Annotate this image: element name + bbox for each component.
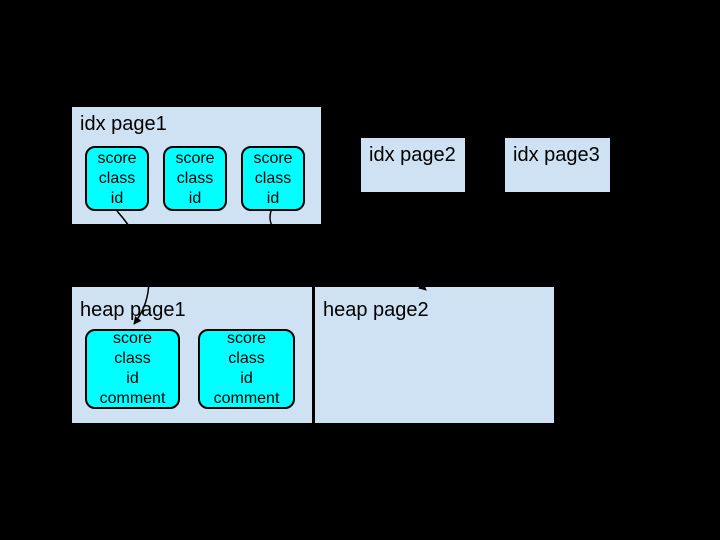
- index-page-2: idx page2: [361, 138, 465, 192]
- record-field: id: [188, 189, 202, 207]
- index-record-1: score class id: [85, 146, 149, 211]
- index-record-2: score class id: [163, 146, 227, 211]
- record-field: class: [176, 169, 214, 187]
- index-page-3: idx page3: [505, 138, 610, 192]
- record-field: class: [254, 169, 292, 187]
- record-field: id: [110, 189, 124, 207]
- heap-page-1-title: heap page1: [80, 299, 186, 321]
- record-field: comment: [213, 390, 280, 407]
- record-field: id: [240, 370, 253, 387]
- record-field: score: [112, 330, 153, 347]
- record-field: class: [228, 350, 265, 367]
- index-page-2-title: idx page2: [369, 144, 456, 166]
- heap-page-2: heap page2: [315, 287, 554, 423]
- index-page-1: idx page1 score class id score class id …: [72, 107, 321, 224]
- record-field: comment: [99, 390, 166, 407]
- index-page-1-title: idx page1: [80, 113, 167, 135]
- index-page-3-title: idx page3: [513, 144, 600, 166]
- record-field: score: [226, 330, 267, 347]
- heap-page-2-title: heap page2: [323, 299, 429, 321]
- record-field: score: [97, 149, 137, 167]
- record-field: id: [126, 370, 139, 387]
- record-field: score: [175, 149, 215, 167]
- record-field: class: [114, 350, 151, 367]
- record-field: score: [253, 149, 293, 167]
- record-field: class: [98, 169, 136, 187]
- record-field: id: [266, 189, 280, 207]
- heap-record-2: score class id comment: [198, 329, 295, 409]
- index-record-3: score class id: [241, 146, 305, 211]
- heap-page-1: heap page1 score class id comment score …: [72, 287, 312, 423]
- heap-record-1: score class id comment: [85, 329, 180, 409]
